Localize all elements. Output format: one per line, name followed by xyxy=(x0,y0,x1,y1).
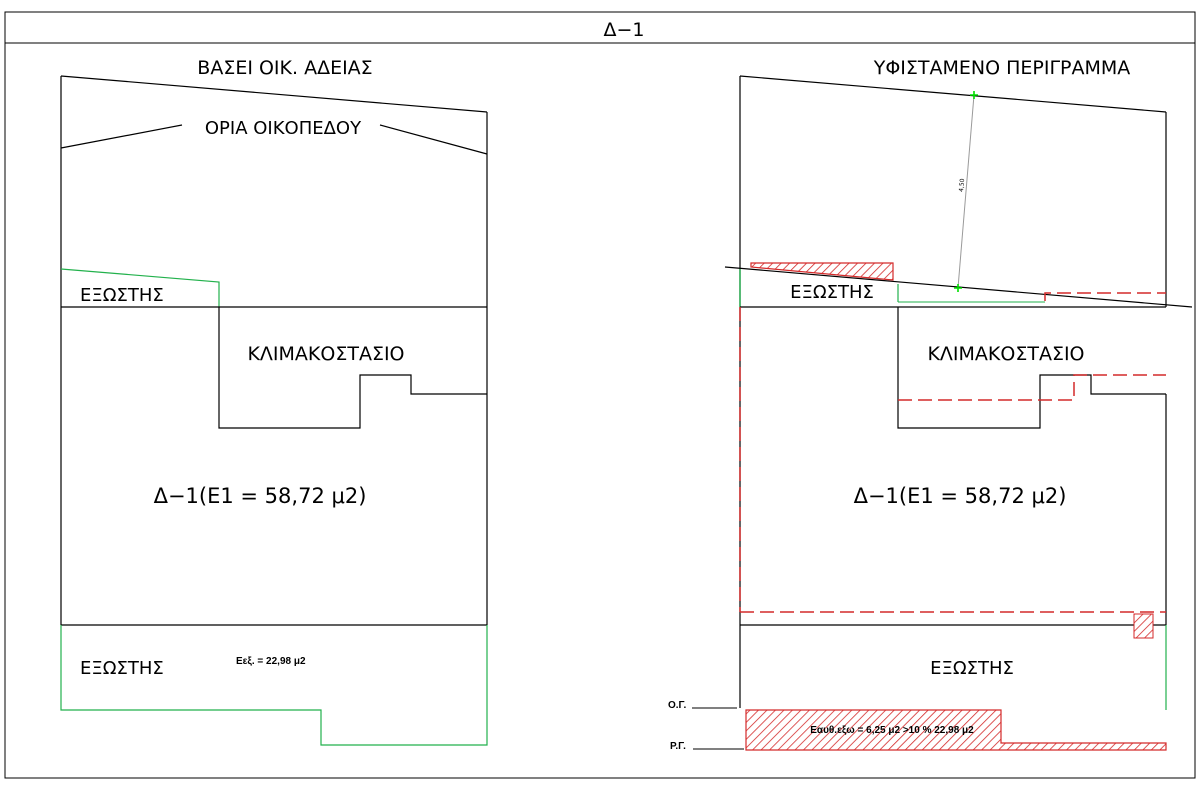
left-stair-label: ΚΛΙΜΑΚΟΣΤΑΣΙΟ xyxy=(247,343,404,365)
road-line: Ρ.Γ. xyxy=(670,741,744,752)
left-unit-outline xyxy=(61,306,487,626)
drawing-frame xyxy=(4,11,1196,779)
dimension-marker-bottom xyxy=(954,284,962,292)
violation-hatch-bottom xyxy=(745,709,1167,751)
left-plot-label: ΟΡΙΑ ΟΙΚΟΠΕΔΟΥ xyxy=(205,118,362,139)
dimension-marker-top xyxy=(970,91,978,99)
right-plot-outline xyxy=(724,75,1193,708)
violation-note: Εαυθ.εξω = 6,25 μ2 >10 % 22,98 μ2 xyxy=(810,725,974,736)
right-unit-outline xyxy=(740,306,1167,626)
existing-perimeter-dashed xyxy=(739,292,1166,613)
left-balcony-top-outline xyxy=(60,268,220,307)
left-balcony-bottom-outline xyxy=(60,625,488,746)
left-balcony-bottom-label: ΕΞΩΣΤΗΣ xyxy=(80,658,164,679)
rg-label: Ρ.Γ. xyxy=(670,741,686,752)
right-stair-label: ΚΛΙΜΑΚΟΣΤΑΣΙΟ xyxy=(927,343,1084,365)
right-drawing: ΥΦΙΣΤΑΜΕΝΟ ΠΕΡΙΓΡΑΜΜΑ 4,50 ΕΞΩΣΤΗΣ xyxy=(668,57,1193,752)
violation-hatch-corner xyxy=(1133,613,1154,639)
right-balcony-bottom-label: ΕΞΩΣΤΗΣ xyxy=(930,658,1014,679)
left-drawing: ΒΑΣΕΙ ΟΙΚ. ΑΔΕΙΑΣ ΟΡΙΑ ΟΙΚΟΠΕΔΟΥ ΕΞΩΣΤΗΣ… xyxy=(60,57,488,746)
right-balcony-top-label: ΕΞΩΣΤΗΣ xyxy=(790,282,874,303)
right-heading: ΥΦΙΣΤΑΜΕΝΟ ΠΕΡΙΓΡΑΜΜΑ xyxy=(873,57,1131,79)
building-line: Ο.Γ. xyxy=(668,700,737,711)
violation-hatch-top xyxy=(750,262,894,281)
left-heading: ΒΑΣΕΙ ΟΙΚ. ΑΔΕΙΑΣ xyxy=(197,57,372,79)
dimension-value: 4,50 xyxy=(958,178,966,192)
left-plot-outline xyxy=(60,75,488,625)
left-balcony-top-label: ΕΞΩΣΤΗΣ xyxy=(80,285,164,306)
og-label: Ο.Γ. xyxy=(668,700,686,711)
left-unit-label: Δ−1(Ε1 = 58,72 μ2) xyxy=(154,484,367,508)
sheet-title: Δ−1 xyxy=(603,19,644,41)
dimension-line: 4,50 xyxy=(954,91,978,292)
left-area-note: Εεξ. = 22,98 μ2 xyxy=(236,656,306,667)
right-unit-label: Δ−1(Ε1 = 58,72 μ2) xyxy=(854,484,1067,508)
